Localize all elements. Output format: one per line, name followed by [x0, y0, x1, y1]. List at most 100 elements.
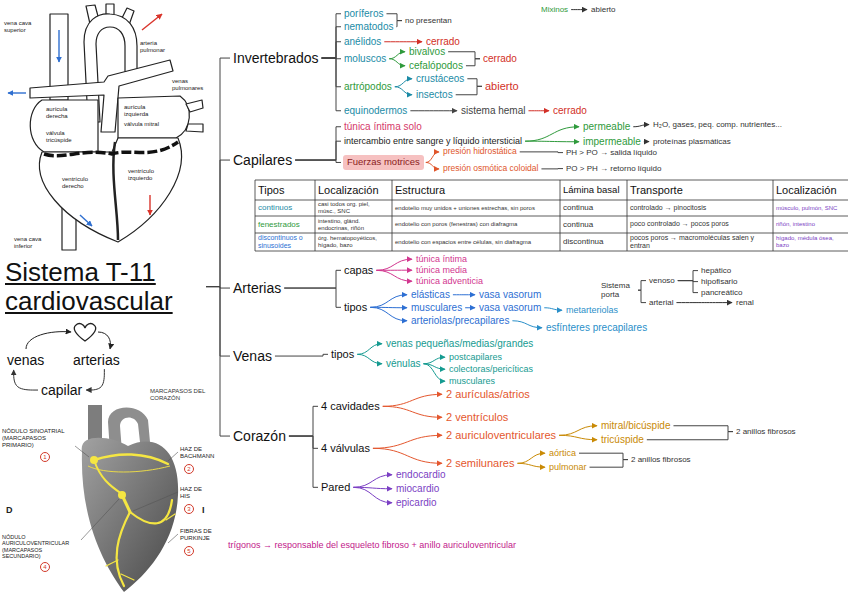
- part-label: vena cava superior: [4, 20, 46, 34]
- map-item: metarteriolas: [565, 305, 619, 315]
- pulmonary-vein: [186, 124, 203, 132]
- node-text: equinodermos: [344, 105, 407, 117]
- map-item: arteriolas/precapilares: [410, 315, 510, 327]
- table-rule: [773, 180, 774, 251]
- node-text: cerrado: [426, 36, 460, 48]
- connector: [633, 125, 649, 127]
- map-item: abierto: [484, 80, 520, 93]
- map-item: aórtica: [548, 448, 577, 458]
- title-node: Sistema T-11 cardiovascular: [4, 258, 204, 315]
- leader-line: [75, 446, 89, 457]
- connector: [373, 435, 442, 448]
- connector: [275, 354, 328, 356]
- table-header: Lámina basal: [563, 181, 624, 199]
- part-label: HAZ DE BACHMANN: [180, 446, 216, 460]
- connector: [395, 87, 412, 95]
- connector: [544, 308, 562, 310]
- node-text: miocardio: [396, 483, 439, 495]
- map-item: PH > PO → salida líquido: [565, 148, 658, 157]
- connector: [638, 281, 646, 291]
- map-item: no presentan: [404, 16, 453, 25]
- map-item: túnica media: [415, 265, 468, 275]
- node-text: permeable: [583, 121, 630, 133]
- map-item: miocardio: [395, 483, 440, 495]
- node-text: poríferos: [344, 8, 383, 20]
- connector: [357, 344, 382, 355]
- connector: [357, 354, 382, 363]
- node-text: insectos: [416, 89, 453, 101]
- node-text: tipos: [331, 348, 354, 361]
- map-item: intercambio entre sangre y líquido inter…: [343, 136, 523, 146]
- flow-arrows: [8, 14, 162, 226]
- map-item: musculares: [410, 302, 463, 314]
- node-text: 2 aurículas/atrios: [446, 388, 530, 401]
- map-item: túnica íntima: [415, 254, 468, 264]
- map-item: sistema hemal: [460, 105, 526, 117]
- table-cell: continua: [563, 217, 624, 232]
- map-item: tipos: [330, 348, 355, 361]
- septum: [113, 142, 118, 240]
- node-text: arterias: [73, 352, 120, 368]
- part-label: válvula tricúspide: [46, 130, 92, 144]
- callout-number: 5: [184, 546, 194, 556]
- node-text: 4 cavidades: [321, 400, 380, 413]
- flow-arrow: [149, 195, 150, 215]
- ventricles: [39, 138, 181, 242]
- cycle-item: venas: [6, 352, 45, 368]
- part-label: vena cava inferior: [14, 236, 58, 250]
- table-header: Localización: [776, 181, 845, 199]
- connector: [376, 270, 412, 281]
- table-cell: endotelio con poros (fenestras) con diaf…: [395, 217, 557, 232]
- connector: [559, 426, 597, 436]
- map-item: Sistema porta: [600, 281, 636, 299]
- node-text: impermeable: [583, 136, 641, 148]
- pulmonary-vein: [186, 100, 203, 112]
- node-text: bivalvos: [409, 46, 445, 58]
- map-item: proteínas plasmáticas: [652, 137, 732, 146]
- node-text: 2 ventrículos: [446, 411, 508, 424]
- node-text: proteínas plasmáticas: [653, 137, 731, 146]
- table-header: Localización: [318, 181, 389, 199]
- branch-topic: Corazón: [232, 428, 287, 444]
- leader-line: [168, 534, 178, 543]
- table-cell: discontinua: [563, 234, 624, 250]
- node-text: venoso: [649, 276, 675, 285]
- node-text: capilar: [41, 382, 82, 398]
- heart-anatomy: [30, 4, 203, 250]
- connector: [86, 369, 104, 390]
- connector: [322, 14, 341, 58]
- connector: [512, 321, 542, 328]
- node-text: metarteriolas: [566, 305, 618, 315]
- table-cell: continuos: [258, 201, 312, 215]
- bachmann-bundle: [94, 454, 168, 464]
- table-header: Transporte: [630, 181, 770, 199]
- map-item: mitral/bicúspide: [600, 420, 671, 432]
- map-item: Mixinos: [540, 5, 569, 14]
- callout-number: 1: [40, 452, 50, 462]
- map-item: postcapilares: [448, 352, 503, 362]
- map-item: tricúspide: [600, 434, 645, 446]
- map-item: elásticas: [410, 289, 451, 301]
- node-text: 2 semilunares: [446, 457, 514, 470]
- map-item: endocardio: [395, 469, 446, 481]
- node-text: musculares: [449, 376, 495, 386]
- connector: [373, 448, 442, 463]
- node-text: 4 válvulas: [321, 442, 370, 455]
- node-text: no presentan: [405, 16, 452, 25]
- leader-line: [81, 499, 119, 540]
- conduction-pathway: [94, 454, 175, 586]
- map-item: anélidos: [343, 36, 382, 48]
- cycle-item: arterias: [72, 352, 121, 368]
- map-item: cerrado: [552, 105, 588, 117]
- connector: [673, 426, 733, 432]
- map-item: 4 válvulas: [320, 442, 371, 455]
- map-item: vasa vasorum: [478, 302, 542, 314]
- node-text: arterial: [649, 298, 673, 307]
- map-item: artrópodos: [343, 81, 393, 93]
- purkinje-fiber: [166, 514, 175, 520]
- purkinje-fiber: [121, 574, 134, 580]
- node-text: sistema hemal: [461, 105, 525, 117]
- map-item: renal: [735, 298, 755, 307]
- part-label: NÓDULO SINOATRIAL (MARCAPASOS PRIMARIO): [2, 428, 74, 449]
- map-item: permeable: [582, 121, 631, 133]
